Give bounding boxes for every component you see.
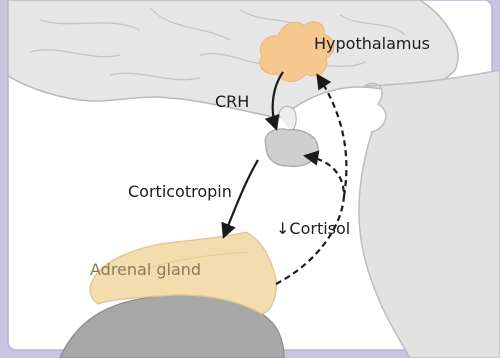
label-crh: CRH	[215, 92, 249, 111]
label-cortisol: ↓Cortisol	[276, 219, 350, 238]
label-corticotropin: Corticotropin	[128, 182, 232, 201]
label-adrenal-gland: Adrenal gland	[90, 260, 201, 279]
pituitary-gland	[265, 129, 318, 166]
label-hypothalamus: Hypothalamus	[314, 34, 430, 53]
